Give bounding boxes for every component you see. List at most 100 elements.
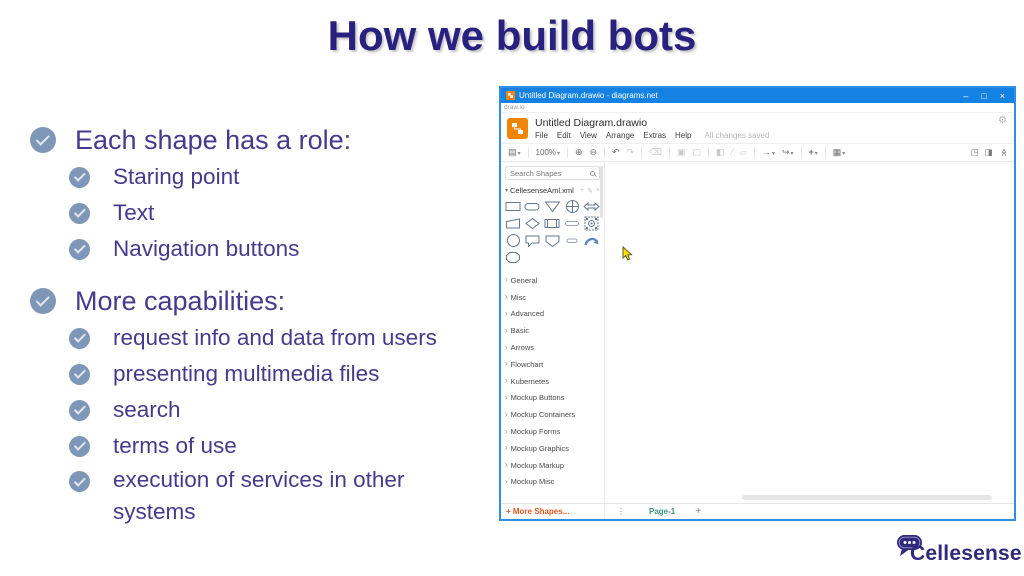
toolbar-separator [800,147,802,158]
bullet-item-row: Navigation buttons [30,231,500,267]
line-color-icon: ∕ [731,147,733,157]
bullet-item: search [113,397,181,422]
section-mockup-graphics[interactable]: ›Mockup Graphics [505,443,570,453]
shape-crosshair-circle[interactable] [563,199,582,214]
shapes-panel: ▾ CellesenseAml.xml + ✎ × [501,162,605,503]
chevron-down-icon: ▾ [505,188,509,194]
shape-double-arrow[interactable] [582,199,601,214]
section-label: General [510,275,538,285]
section-label: Basic [510,326,530,336]
shape-rectangle[interactable] [504,199,523,214]
menu-bar: File Edit View Arrange Extras Help All c… [535,131,769,140]
minimize-button[interactable]: – [963,90,969,101]
menu-help[interactable]: Help [675,130,692,140]
diagram-canvas[interactable] [605,162,1014,503]
menu-file[interactable]: File [535,130,548,140]
bullet-item-row: Staring point [30,159,500,195]
menu-view[interactable]: View [579,130,597,140]
view-button[interactable]: ▤▾ [508,147,521,158]
gear-icon[interactable]: ⚙ [998,115,1007,126]
cellesense-logo: Cellesense [894,532,1022,570]
bullet-item-row: Text [30,195,500,231]
toolbar-separator [604,147,606,158]
cellesense-wordmark: Cellesense [910,542,1022,565]
check-circle-icon [30,288,56,314]
shape-process[interactable] [543,216,562,231]
table-dropdown[interactable]: ▦▾ [832,147,846,158]
shape-curved-arrow[interactable] [582,233,601,248]
check-circle-icon [69,166,90,188]
format-panel-icon[interactable]: ◨ [984,147,993,157]
bullet-heading: Each shape has a role: [75,124,352,155]
section-misc[interactable]: ›Misc [505,292,527,302]
bullet-heading-row: Each shape has a role: [30,121,500,159]
shape-small-pill[interactable] [563,233,582,248]
bullet-item: terms of use [113,433,237,458]
bullet-item: request info and data from users [113,325,437,350]
waypoint-style-dropdown[interactable]: ↪▾ [781,147,794,158]
check-circle-icon [69,471,90,492]
shape-circle[interactable] [504,233,523,248]
section-label: Flowchart [510,359,544,369]
search-input[interactable] [510,168,590,178]
connection-arrow-dropdown[interactable]: →▾ [761,147,775,158]
toolbar-separator [527,147,529,158]
menu-arrange[interactable]: Arrange [605,130,635,140]
check-circle-icon [69,238,90,260]
zoom-out-icon[interactable]: ⊖ [589,147,598,157]
shape-octagon[interactable] [504,250,523,265]
shape-search-box[interactable] [505,166,600,180]
zoom-in-icon[interactable]: ⊕ [575,147,583,157]
section-advanced[interactable]: ›Advanced [505,308,545,319]
document-title[interactable]: Untitled Diagram.drawio [535,116,648,129]
library-add-icon[interactable]: + [579,186,585,194]
shape-component-box[interactable] [582,216,601,231]
menu-edit[interactable]: Edit [556,130,571,140]
shape-triangle-down[interactable] [543,199,562,214]
library-edit-icon[interactable]: ✎ [587,187,593,195]
menu-extras[interactable]: Extras [643,130,667,140]
section-mockup-buttons[interactable]: ›Mockup Buttons [505,392,565,403]
shape-callout[interactable] [524,233,543,248]
shape-rounded-rectangle[interactable] [524,199,543,214]
section-kubernetes[interactable]: ›Kubernetes [505,376,550,386]
section-mockup-markup[interactable]: ›Mockup Markup [505,460,565,470]
check-circle-icon [69,327,90,349]
library-close-icon[interactable]: × [595,186,600,194]
section-mockup-forms[interactable]: ›Mockup Forms [505,426,561,437]
collapse-icon[interactable]: ≪ [999,148,1009,157]
section-mockup-misc[interactable]: ›Mockup Misc [505,476,555,487]
shape-trapezoid[interactable] [504,216,523,231]
bullet-item-row: terms of use [30,428,500,464]
shape-library-header[interactable]: ▾ CellesenseAml.xml + ✎ × [501,183,604,196]
pages-menu-icon[interactable]: ⋮ [617,507,625,516]
window-footer: + More Shapes... ⋮ Page-1 + [501,503,1014,519]
undo-icon[interactable]: ↶ [612,147,620,157]
page-tab[interactable]: Page-1 [649,507,676,516]
shape-shield[interactable] [543,233,562,248]
bullet-heading: More capabilities: [75,285,286,316]
shape-horizontal-pill[interactable] [563,216,582,231]
more-shapes-button[interactable]: + More Shapes... [501,504,605,519]
insert-dropdown[interactable]: +▾ [808,147,818,158]
panel-scrollbar[interactable] [600,166,603,218]
fullscreen-icon[interactable]: ◳ [970,147,979,157]
section-label: Misc [510,292,527,302]
check-circle-icon [30,127,56,153]
to-front-icon: ▣ [676,147,686,157]
shape-diamond[interactable] [524,216,543,231]
section-flowchart[interactable]: ›Flowchart [505,359,544,369]
section-arrows[interactable]: ›Arrows [505,342,535,353]
add-page-button[interactable]: + [695,506,702,517]
maximize-button[interactable]: □ [981,90,987,101]
section-mockup-containers[interactable]: ›Mockup Containers [505,409,576,420]
window-titlebar[interactable]: Untitled Diagram.drawio - diagrams.net –… [501,88,1014,103]
close-button[interactable]: × [999,90,1005,101]
bullet-item: presenting multimedia files [113,361,380,386]
zoom-level-dropdown[interactable]: 100%▾ [535,147,561,157]
horizontal-scrollbar[interactable] [742,495,992,500]
section-basic[interactable]: ›Basic [505,325,530,336]
section-general[interactable]: ›General [505,275,538,285]
toolbar-separator [641,147,643,158]
